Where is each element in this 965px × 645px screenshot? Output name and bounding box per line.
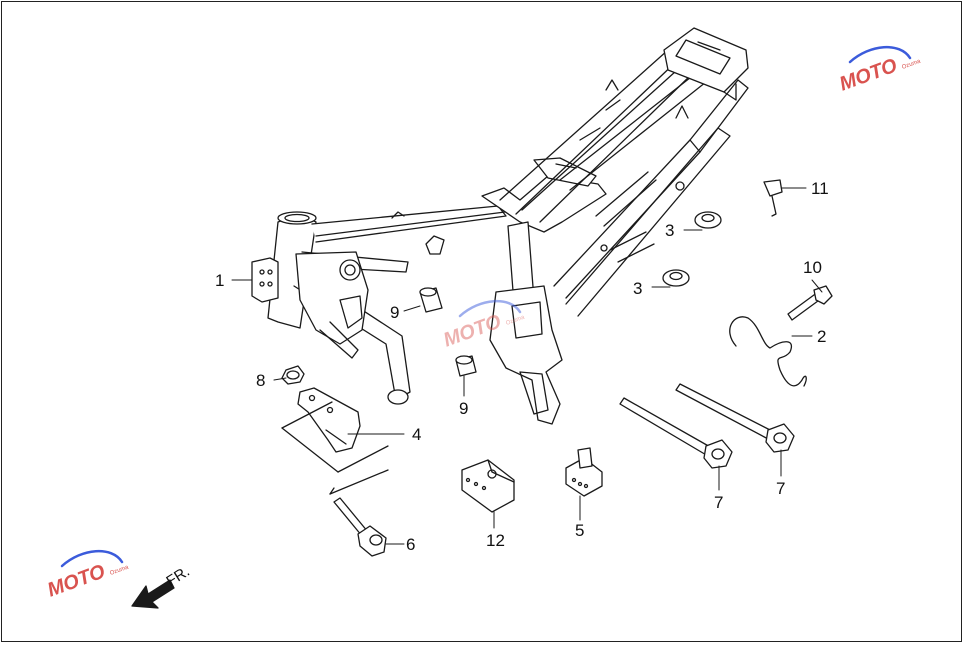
grommet-part-3-lower	[662, 269, 690, 287]
long-bolt-part-7-right	[675, 383, 795, 453]
callout-1: 1	[215, 271, 225, 290]
callout-9-upper: 9	[390, 303, 400, 322]
callout-3-upper: 3	[665, 221, 675, 240]
callout-9-lower: 9	[459, 399, 469, 418]
bracket-part-5	[565, 447, 603, 497]
callout-7-left: 7	[714, 493, 724, 512]
screw-part-11	[763, 179, 783, 217]
callout-3-lower: 3	[633, 279, 643, 298]
watermark-sub: Ozuma	[901, 58, 922, 71]
callout-11: 11	[811, 179, 829, 198]
callout-5: 5	[575, 521, 585, 540]
long-bolt-part-7-left	[619, 397, 733, 469]
grommet-part-3-upper	[694, 211, 722, 229]
leader-lines	[231, 187, 823, 545]
bolt-part-6	[333, 497, 387, 557]
callout-6: 6	[406, 535, 416, 554]
callout-10: 10	[803, 258, 822, 277]
watermark-logo-icon	[60, 45, 912, 568]
watermark-sub: Ozuma	[109, 564, 130, 577]
collar-part-9-lower	[455, 355, 477, 377]
callout-2: 2	[817, 327, 827, 346]
callout-12: 12	[486, 531, 505, 550]
bolt-part-10	[787, 285, 833, 321]
main-frame-part	[251, 27, 749, 425]
collar-part-9-upper	[419, 287, 443, 313]
wire-clip-part-2	[729, 316, 807, 387]
callout-4: 4	[412, 425, 422, 444]
front-direction-arrow-icon	[131, 579, 175, 609]
watermark-sub: Ozuma	[505, 314, 526, 327]
bracket-part-12	[461, 459, 515, 513]
bracket-part-4	[281, 387, 389, 495]
callout-8: 8	[256, 371, 266, 390]
nut-part-8	[281, 365, 305, 385]
callout-7-right: 7	[776, 479, 786, 498]
